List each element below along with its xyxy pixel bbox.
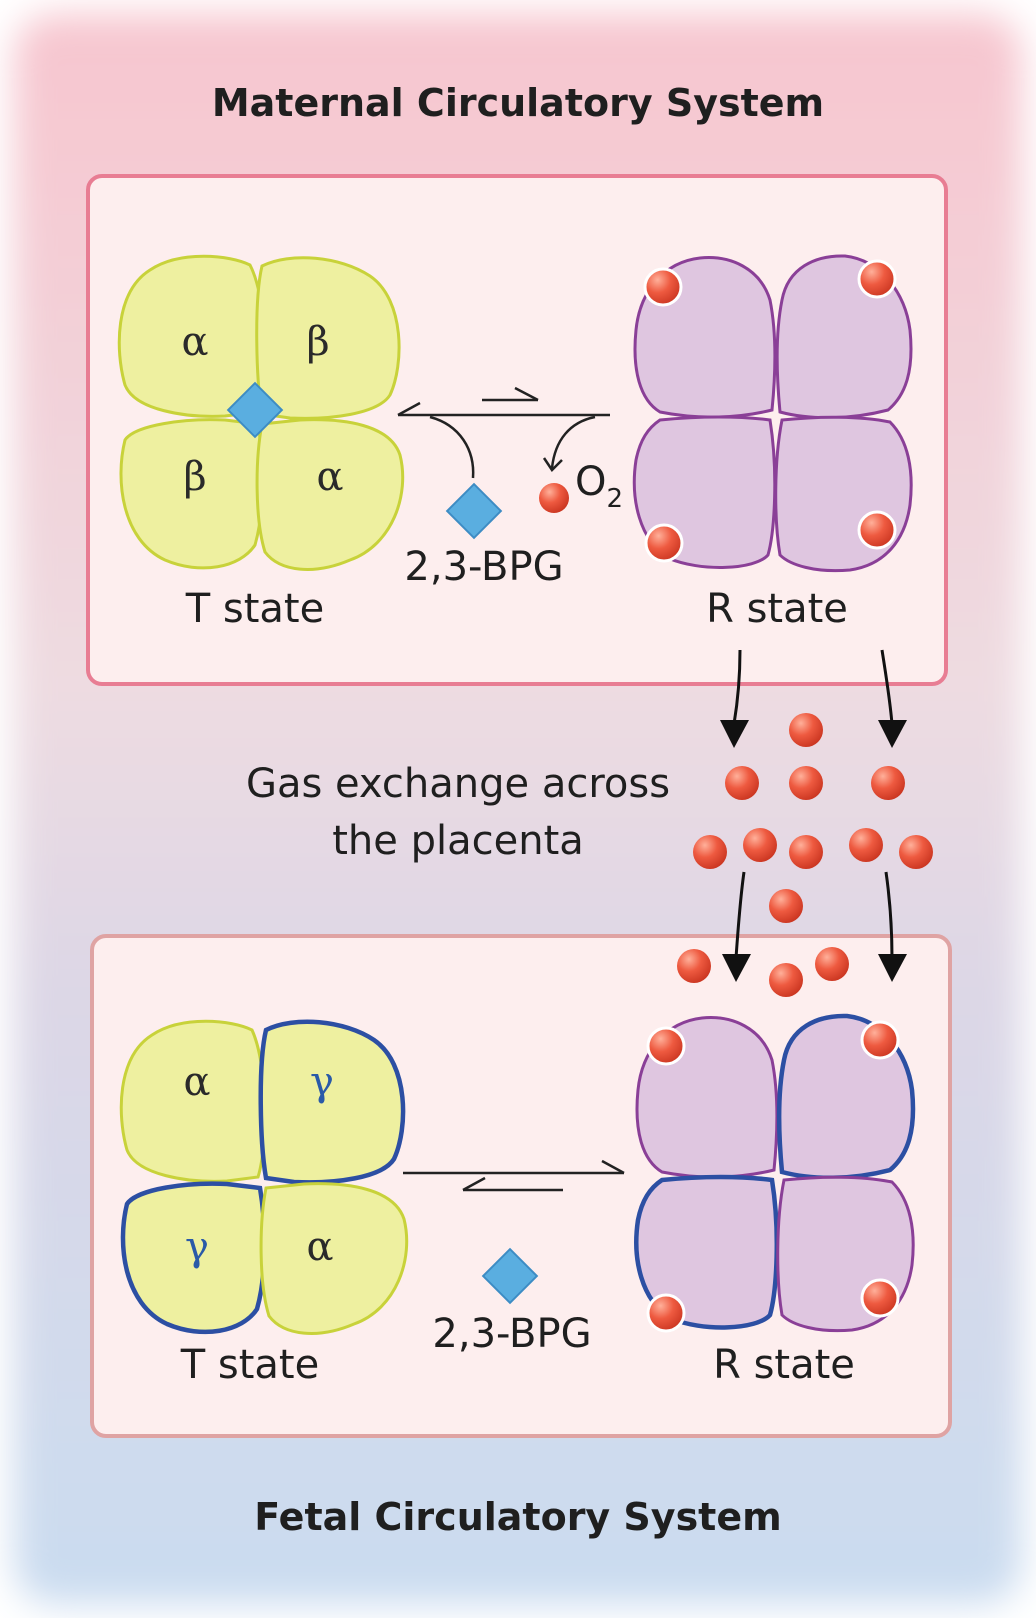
o2-label: O2 — [575, 459, 623, 514]
bound-oxygen — [646, 1293, 686, 1333]
oxygen-molecule — [677, 949, 711, 983]
fetal-t-state-hemoglobin: α γ γ α — [119, 1019, 409, 1335]
fetal-r-state-label: R state — [713, 1342, 855, 1388]
oxygen-molecule — [789, 835, 823, 869]
maternal-t-state-hemoglobin: α β β α — [117, 254, 405, 571]
oxygen-molecule — [693, 835, 727, 869]
oxygen-molecule — [849, 828, 883, 862]
subunit-label: β — [306, 319, 329, 365]
subunit-beta-top-right — [255, 256, 401, 420]
fetal-r-state-hemoglobin — [634, 1013, 916, 1333]
oxygen-molecule — [725, 766, 759, 800]
bpg-diamond — [445, 482, 503, 540]
subunit-label: α — [183, 1059, 210, 1105]
bpg-diamond — [481, 1247, 539, 1305]
bpg-diamond-bound — [226, 381, 284, 439]
bound-oxygen — [644, 523, 684, 563]
exchange-label-line2: the placenta — [332, 818, 584, 864]
fetal-equilibrium-arrows — [403, 1159, 625, 1192]
subunit-label: β — [183, 454, 206, 500]
transfer-arrowheads — [720, 720, 907, 982]
maternal-equilibrium-arrows — [397, 386, 610, 479]
maternal-r-state-label: R state — [706, 586, 848, 632]
subunit-label: α — [316, 454, 343, 500]
maternal-t-state-label: T state — [185, 586, 324, 632]
oxygen-molecule — [769, 889, 803, 923]
fetal-title: Fetal Circulatory System — [254, 1495, 781, 1539]
oxygen-molecule — [871, 766, 905, 800]
subunit-beta-bottom-left — [119, 418, 264, 570]
oxygen-molecule — [789, 713, 823, 747]
bound-oxygen — [857, 510, 897, 550]
exchange-label-line1: Gas exchange across — [246, 761, 670, 807]
maternal-title: Maternal Circulatory System — [212, 81, 824, 125]
subunit-gamma-bottom-left — [120, 1181, 267, 1335]
maternal-r-state-hemoglobin — [632, 254, 913, 573]
r-subunit-bottom-left — [634, 1174, 780, 1330]
oxygen-molecule — [789, 766, 823, 800]
subunit-label: α — [181, 319, 208, 365]
oxygen-molecule — [899, 835, 933, 869]
oxygen-molecule — [539, 483, 569, 513]
r-subunit-bottom-right — [774, 415, 913, 573]
subunit-label: α — [306, 1224, 333, 1270]
subunit-alpha-bottom-right — [259, 1182, 409, 1335]
fetal-bpg-label: 2,3-BPG — [432, 1311, 591, 1357]
maternal-bpg-label: 2,3-BPG — [404, 544, 563, 590]
subunit-label: γ — [310, 1059, 334, 1105]
oxygen-molecule — [743, 828, 777, 862]
bound-oxygen — [860, 1278, 900, 1318]
bound-oxygen — [860, 1020, 900, 1060]
bound-oxygen — [646, 1026, 686, 1066]
subunit-alpha-bottom-right — [255, 418, 405, 571]
bound-oxygen — [857, 259, 897, 299]
free-oxygen-molecules — [677, 713, 933, 997]
oxygen-molecule — [769, 963, 803, 997]
transfer-arrows — [732, 649, 894, 959]
bound-oxygen — [643, 267, 683, 307]
oxygen-molecule — [815, 947, 849, 981]
subunit-gamma-top-right — [258, 1019, 406, 1185]
fetal-t-state-label: T state — [180, 1342, 319, 1388]
subunit-label: γ — [185, 1224, 209, 1270]
